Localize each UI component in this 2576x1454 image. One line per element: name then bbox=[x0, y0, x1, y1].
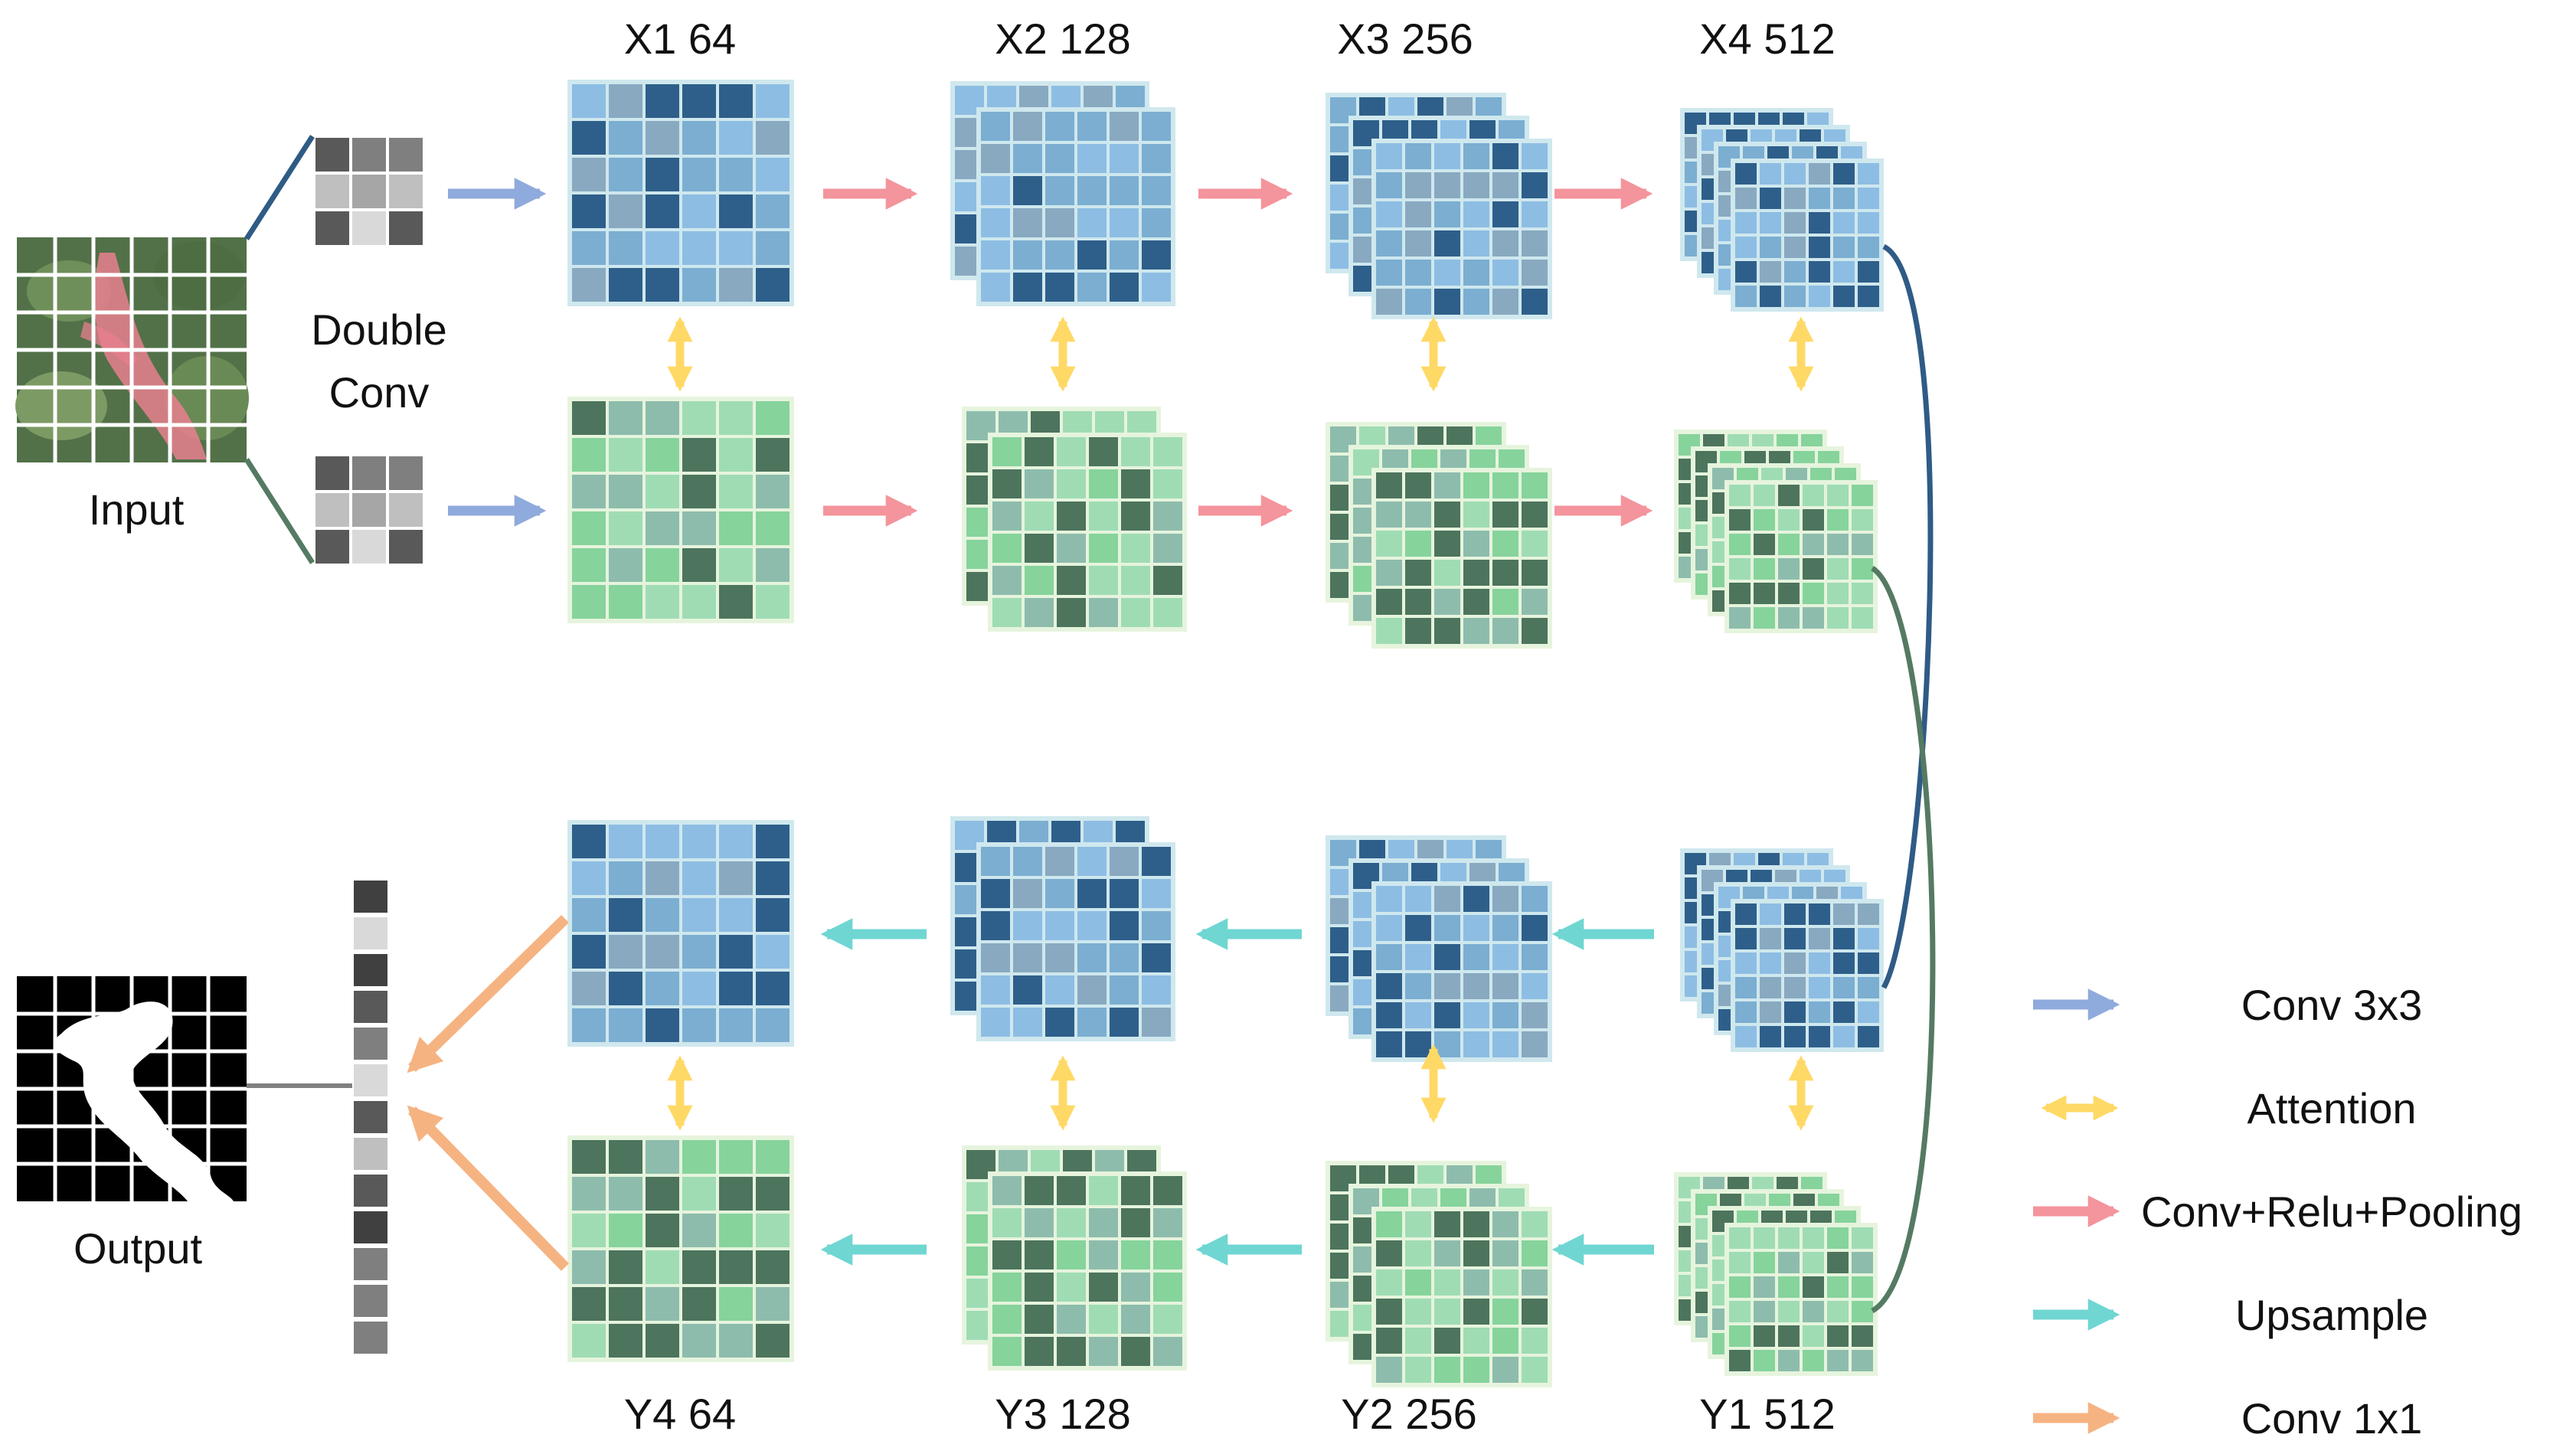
legend-label-1: Attention bbox=[2247, 1084, 2416, 1132]
feature-map-y2-green bbox=[1326, 1161, 1552, 1387]
input-image bbox=[15, 237, 249, 462]
input-branch-line-bottom bbox=[244, 458, 315, 564]
feature-map-y1-green bbox=[1674, 1172, 1878, 1376]
input-label: Input bbox=[89, 485, 185, 534]
legend-label-4: Conv 1x1 bbox=[2241, 1394, 2423, 1443]
output-mask bbox=[17, 976, 247, 1201]
output-vector bbox=[354, 881, 387, 1354]
double-conv-label-line1: Double bbox=[311, 306, 446, 354]
feature-map-y3-green bbox=[962, 1145, 1187, 1371]
skip-connection-blue bbox=[1881, 243, 1934, 989]
legend-label-3: Upsample bbox=[2235, 1291, 2428, 1339]
stage-label-y2: Y2 256 bbox=[1341, 1390, 1477, 1438]
output-label: Output bbox=[74, 1224, 203, 1273]
feature-map-stacks bbox=[567, 80, 1884, 1387]
stage-label-y4: Y4 64 bbox=[624, 1390, 736, 1438]
feature-map-x1-blue bbox=[567, 80, 794, 306]
stage-label-y3: Y3 128 bbox=[995, 1390, 1131, 1438]
feature-map-x3-blue bbox=[1326, 93, 1552, 319]
feature-map-x2-blue bbox=[950, 81, 1175, 306]
conv1x1-arrow-top bbox=[407, 914, 569, 1073]
double-conv-kernel-top bbox=[315, 138, 423, 245]
feature-map-y1-blue bbox=[1680, 848, 1884, 1052]
feature-map-y4-blue bbox=[567, 820, 794, 1047]
feature-map-x4-blue bbox=[1680, 108, 1884, 312]
conv1x1-arrow-bottom bbox=[407, 1105, 570, 1271]
feature-map-y2-blue bbox=[1326, 835, 1552, 1062]
stage-label-x4: X4 512 bbox=[1699, 15, 1836, 63]
stage-label-x3: X3 256 bbox=[1337, 15, 1473, 63]
feature-map-x4-green bbox=[1674, 430, 1878, 633]
input-branch-line-top bbox=[244, 135, 315, 240]
double-conv-label-line2: Conv bbox=[329, 368, 430, 417]
feature-map-x3-green bbox=[1326, 422, 1552, 649]
skip-connection-green bbox=[1870, 566, 1936, 1314]
stage-label-y1: Y1 512 bbox=[1699, 1390, 1836, 1438]
feature-map-x2-green bbox=[962, 407, 1187, 632]
feature-map-y3-blue bbox=[950, 816, 1175, 1041]
stage-label-x2: X2 128 bbox=[995, 15, 1131, 63]
feature-map-x1-green bbox=[567, 397, 794, 623]
double-conv-kernel-bottom bbox=[315, 456, 423, 564]
legend-label-0: Conv 3x3 bbox=[2241, 981, 2423, 1029]
feature-map-y4-green bbox=[567, 1135, 794, 1362]
legend: Conv 3x3AttentionConv+Relu+PoolingUpsamp… bbox=[2033, 981, 2522, 1443]
stage-label-x1: X1 64 bbox=[624, 15, 736, 63]
legend-label-2: Conv+Relu+Pooling bbox=[2141, 1188, 2522, 1236]
